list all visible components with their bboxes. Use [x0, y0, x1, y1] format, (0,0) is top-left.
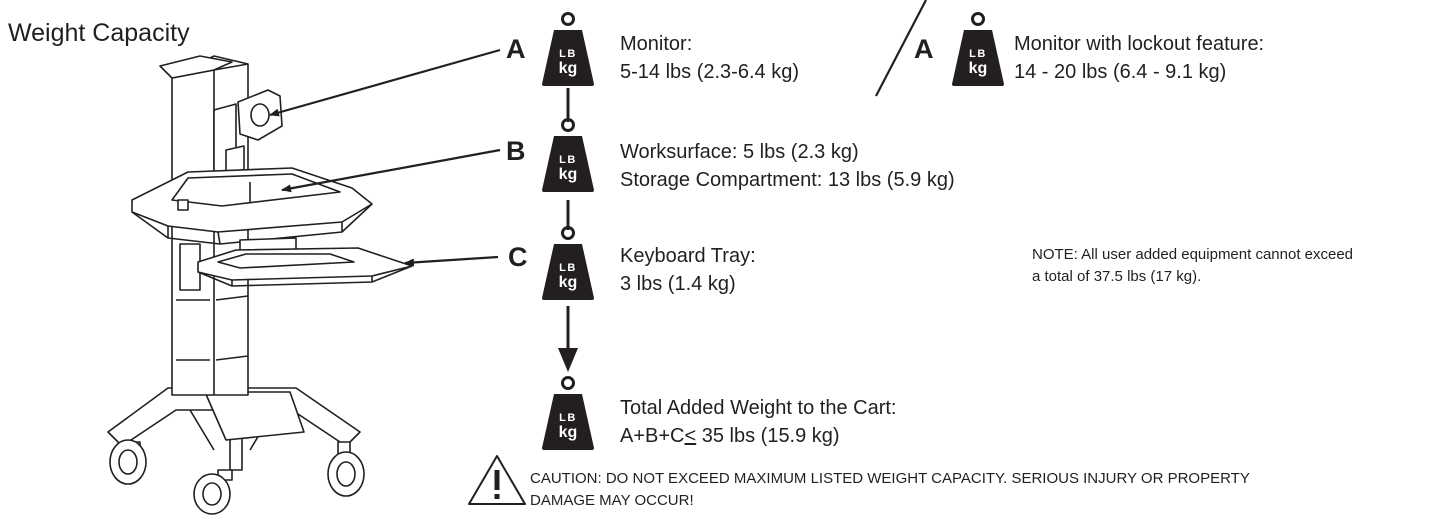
monitor-lockout-label: Monitor with lockout feature:	[1014, 33, 1265, 55]
weight-icon: LB kg	[540, 12, 596, 88]
label-c: C	[508, 242, 528, 272]
chain-arrowhead	[558, 348, 578, 372]
caster-front-left	[109, 439, 147, 485]
label-a-lockout: A	[914, 34, 934, 64]
worksurface-weight: Worksurface: 5 lbs (2.3 kg)	[620, 141, 859, 163]
total-weight-label: Total Added Weight to the Cart:	[620, 397, 897, 419]
weight-icon: LB kg	[540, 118, 596, 194]
caster-front-right	[327, 441, 365, 497]
label-b: B	[506, 136, 526, 166]
storage-compartment-weight: Storage Compartment: 13 lbs (5.9 kg)	[620, 169, 955, 191]
label-a: A	[506, 34, 526, 64]
page-title: Weight Capacity	[8, 19, 190, 47]
arrow-c	[404, 255, 499, 267]
total-weight-value: A+B+C< 35 lbs (15.9 kg)	[620, 425, 840, 447]
weight-icon: LB kg	[540, 226, 596, 302]
caster-rear	[193, 469, 233, 515]
caution-icon	[468, 455, 526, 505]
monitor-label: Monitor:	[620, 33, 693, 55]
keyboard-tray-label: Keyboard Tray:	[620, 245, 756, 267]
note-line-1: NOTE: All user added equipment cannot ex…	[1032, 246, 1354, 263]
weight-icon: LB kg	[540, 376, 596, 452]
arrow-a	[269, 48, 501, 117]
monitor-lockout-weight: 14 - 20 lbs (6.4 - 9.1 kg)	[1014, 61, 1227, 83]
cart-illustration	[107, 55, 413, 515]
leader-arrows	[269, 48, 501, 267]
note-line-2: a total of 37.5 lbs (17 kg).	[1032, 268, 1202, 285]
keyboard-tray-weight: 3 lbs (1.4 kg)	[620, 273, 736, 295]
weight-icon: LB kg	[950, 12, 1006, 88]
monitor-weight: 5-14 lbs (2.3-6.4 kg)	[620, 61, 799, 83]
caution-line-1: CAUTION: DO NOT EXCEED MAXIMUM LISTED WE…	[530, 470, 1250, 487]
alternative-divider	[875, 0, 927, 97]
arrow-b	[281, 148, 501, 193]
caution-line-2: DAMAGE MAY OCCUR!	[530, 492, 694, 509]
